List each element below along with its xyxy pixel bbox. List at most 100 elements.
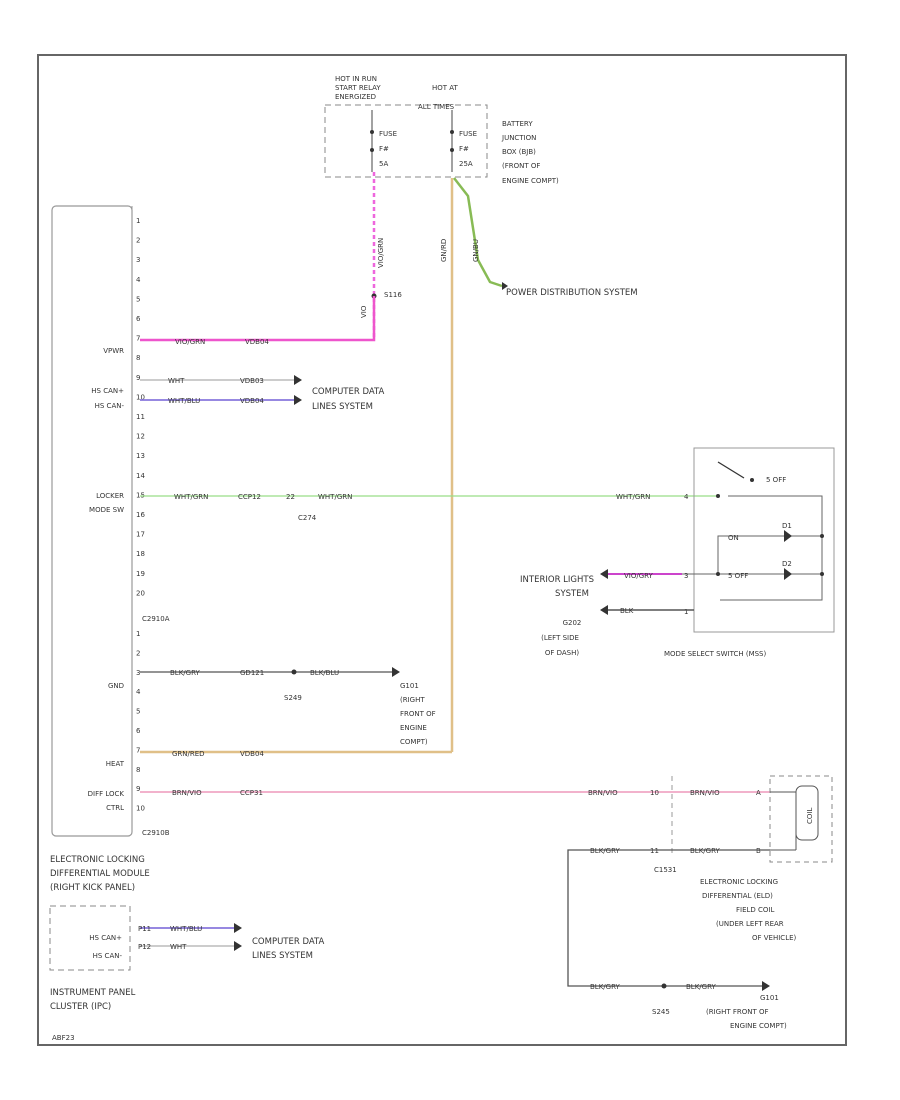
int-lights-l2: SYSTEM xyxy=(555,589,589,599)
locker-circ: CCP12 xyxy=(238,493,261,501)
pwr-dist-label: POWER DISTRIBUTION SYSTEM xyxy=(506,288,638,298)
fuse-right-l2: F# xyxy=(459,145,469,153)
pwr-dist-wire xyxy=(453,177,503,288)
conn-a-pin-16: 16 xyxy=(136,511,145,519)
bjb-dashed-box xyxy=(324,104,488,178)
int-lights-l1: INTERIOR LIGHTS xyxy=(520,575,594,585)
locker-sw-l2: MODE SW xyxy=(89,506,124,514)
mss-lock-2: 5 OFF xyxy=(728,572,748,580)
conn-b-pin-1: 1 xyxy=(136,630,140,638)
s249-splice xyxy=(291,669,297,675)
locker-conn-pin: 22 xyxy=(286,493,295,501)
hscan-m-circ: VDB04 xyxy=(240,397,264,405)
diff-blk-d: BLK/GRY xyxy=(686,983,716,991)
ipc-p-color: WHT/BLU xyxy=(170,925,202,933)
s249-label: S249 xyxy=(284,694,302,702)
comp-data-l2: LINES SYSTEM xyxy=(312,402,373,412)
mss-pin-1: 1 xyxy=(684,608,688,616)
conn-a-pin-9: 9 xyxy=(136,374,140,382)
s116-label: S116 xyxy=(384,291,402,299)
conn-b-pin-3: 3 xyxy=(136,669,140,677)
ipc-m-arrow xyxy=(234,941,242,951)
heat-pin-label: HEAT xyxy=(106,760,125,768)
instrument-panel-cluster: HS CAN+ HS CAN- INSTRUMENT PANEL CLUSTER… xyxy=(49,905,136,1012)
conn-b-pin-7: 7 xyxy=(136,746,140,754)
mss-node-a xyxy=(820,534,824,538)
bjb-l4: (FRONT OF xyxy=(502,162,540,170)
bjb-l3: BOX (BJB) xyxy=(502,148,536,156)
vpwr-wire-color: VIO/GRN xyxy=(175,338,205,346)
vpwr-pin-label: VPWR xyxy=(103,347,124,355)
mss-lock-1: ON xyxy=(728,534,739,542)
ipc-name-l1: INSTRUMENT PANEL xyxy=(50,988,136,998)
conn-b-pin-4: 4 xyxy=(136,688,141,696)
hot-at-line2: ALL TIMES xyxy=(418,103,455,111)
diff-gnd-arrow xyxy=(762,981,770,991)
conn-a-pin-3: 3 xyxy=(136,256,140,264)
ipc-name-l2: CLUSTER (IPC) xyxy=(50,1002,111,1012)
g101-l3: FRONT OF xyxy=(400,710,436,718)
fuse-left-node2 xyxy=(370,148,374,152)
hscan-m-color: WHT/BLU xyxy=(168,397,200,405)
locker-conn: C274 xyxy=(298,514,317,522)
c1531-pin-a: 10 xyxy=(650,789,659,797)
hscan-p-circ: VDB03 xyxy=(240,377,264,385)
diff-lock-l1: DIFF LOCK xyxy=(88,790,125,798)
conn-a-pin-20: 20 xyxy=(136,589,145,597)
conn-a-pin-4: 4 xyxy=(136,276,141,284)
diode-1 xyxy=(784,530,792,542)
conn-b-pin-8: 8 xyxy=(136,766,140,774)
module-name-l2: DIFFERENTIAL MODULE xyxy=(50,869,150,879)
diode-2 xyxy=(784,568,792,580)
hot-run-line1: HOT IN RUN xyxy=(335,75,377,83)
diff-brn-b: BRN/VIO xyxy=(690,789,720,797)
diff-blk-a: BLK/GRY xyxy=(590,847,620,855)
locker-color-2: WHT/GRN xyxy=(318,493,352,501)
ipc-hscan-p: HS CAN+ xyxy=(89,934,122,942)
pwr-dist-arrow xyxy=(502,282,508,290)
conn-a-pin-8: 8 xyxy=(136,354,140,362)
diff-g101-l2: (RIGHT FRONT OF xyxy=(706,1008,769,1016)
gnd-color-2: BLK/BLU xyxy=(310,669,339,677)
conn-b-label: C2910B xyxy=(142,829,170,837)
mss-internal-frame xyxy=(720,495,823,601)
locker-color: WHT/GRN xyxy=(174,493,208,501)
bjb-l1: BATTERY xyxy=(502,120,533,128)
coil-pin-b: B xyxy=(756,847,761,855)
mss-switch-blade xyxy=(717,461,745,479)
hscan-m-pin-label: HS CAN- xyxy=(95,402,125,410)
vpwr-vertical-label: VIO/GRN xyxy=(377,238,385,268)
bjb-l2: JUNCTION xyxy=(501,134,536,142)
ipc-p-arrow xyxy=(234,923,242,933)
g101-l5: COMPT) xyxy=(400,738,428,746)
conn-a-pin-17: 17 xyxy=(136,531,145,539)
conn-a-pin-1: 1 xyxy=(136,217,140,225)
fuse-left-l1: FUSE xyxy=(379,130,397,138)
mss-switch-pivot xyxy=(716,494,720,498)
hscan-m-arrow xyxy=(294,395,302,405)
heat-color: GRN/RED xyxy=(172,750,205,758)
conn-b-pin-6: 6 xyxy=(136,727,141,735)
c1531-label: C1531 xyxy=(654,866,677,874)
eld-field-coil: COIL A B xyxy=(756,775,833,863)
diff-blk-b: BLK/GRY xyxy=(690,847,720,855)
heat-vert-label: GN/RD xyxy=(440,239,448,262)
pwr-green-label: GN/BU xyxy=(472,239,480,262)
g202-l1: G202 xyxy=(563,619,582,627)
conn-a-pin-11: 11 xyxy=(136,413,145,421)
mss-box xyxy=(693,447,835,633)
vpwr-wire xyxy=(140,296,376,342)
diagram-border xyxy=(37,54,847,1046)
int-color: VIO/GRY xyxy=(624,572,654,580)
conn-b-pin-9: 9 xyxy=(136,785,140,793)
ipc-hscan-m: HS CAN- xyxy=(93,952,123,960)
hscan-p-color: WHT xyxy=(168,377,185,385)
conn-a-pin-7: 7 xyxy=(136,335,140,343)
ipc-dashed-box xyxy=(49,905,131,971)
hot-at-line1: HOT AT xyxy=(432,84,459,92)
diode-1-label: D1 xyxy=(782,522,792,530)
g202-l2: (LEFT SIDE xyxy=(541,634,579,642)
mss-node-b xyxy=(820,572,824,576)
g101-l4: ENGINE xyxy=(400,724,427,732)
g101-l2: (RIGHT xyxy=(400,696,425,704)
